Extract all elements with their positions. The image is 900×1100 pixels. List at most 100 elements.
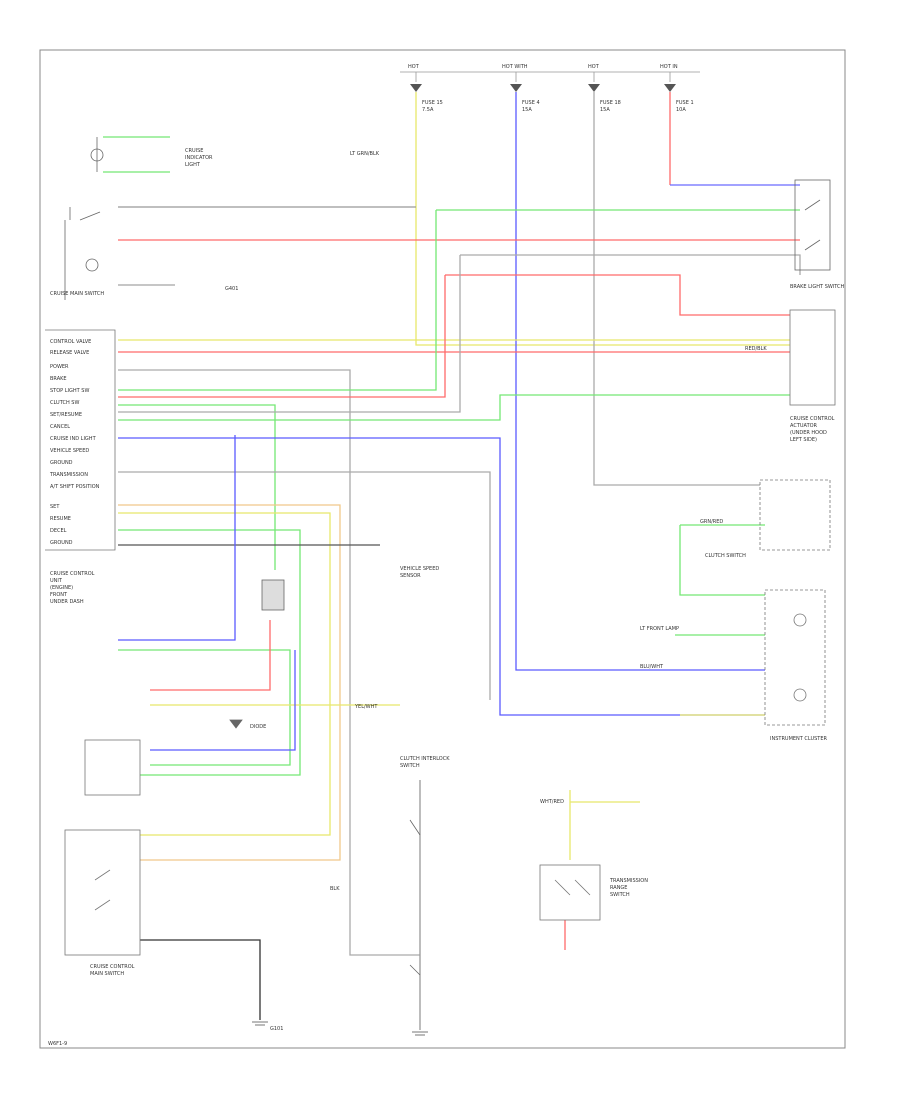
wire-label-redblk: RED/BLK [745, 346, 767, 352]
control-unit-label-1: CRUISE CONTROL [50, 571, 95, 577]
indicator-light [90, 136, 170, 173]
multi-switch-label-1: CRUISE CONTROL [90, 964, 135, 970]
trans-label-1: TRANSMISSION [609, 878, 648, 884]
fuse-18-name: FUSE 18 [600, 100, 621, 106]
ground-g401: G401 [225, 286, 238, 292]
diode-label: DIODE [250, 724, 266, 730]
fuse-18: HOT FUSE 18 15A [588, 64, 621, 113]
fuse-15: HOT FUSE 15 7.5A [408, 64, 443, 113]
pin-transmission: TRANSMISSION [49, 472, 88, 478]
fuse-15-amp: 7.5A [422, 107, 434, 113]
wire-blue-lower [118, 435, 236, 641]
multi-switch-box [64, 739, 141, 956]
wire-label-blk: BLK [330, 886, 340, 892]
brake-switch-label: BRAKE LIGHT SWITCH [790, 284, 845, 290]
wires [118, 92, 801, 1030]
clutch-interlock [759, 479, 831, 551]
wire-grey-fuse18 [593, 92, 760, 486]
wire-yellow-pin15 [118, 512, 331, 836]
wire-yellow-main [415, 92, 790, 346]
pin-ground-2: GROUND [50, 540, 73, 546]
wire-red-pin6 [118, 275, 446, 398]
pin-clutch: CLUTCH SW [50, 400, 79, 406]
pin-at-shift: A/T SHIFT POSITION [50, 484, 100, 490]
clutch-switch-label: CLUTCH SWITCH [705, 553, 746, 559]
wire-label-bluwht: BLU/WHT [640, 664, 664, 670]
indicator-label-2: INDICATOR [185, 155, 213, 161]
wire-blue-pin10 [118, 437, 765, 716]
wire-green-lower [118, 649, 291, 766]
wire-red-lower [150, 620, 271, 691]
fuse-14-amp: 10A [676, 107, 686, 113]
fuse-4: HOT WITH FUSE 4 15A [502, 64, 540, 113]
vehicle-speed-sensor [261, 579, 285, 611]
wire-blue-lower2 [150, 650, 296, 751]
control-unit-label-4: FRONT [50, 592, 68, 598]
instrument-cluster-box [764, 589, 826, 726]
main-switch [64, 207, 175, 300]
brake-light-switch [794, 179, 831, 271]
wire-label-ltgrn: LT GRN/BLK [350, 151, 380, 157]
control-unit-label-3: (ENGINE) [50, 585, 73, 591]
main-switch-label: CRUISE MAIN SWITCH [50, 291, 104, 297]
wire-grey-pin12 [118, 471, 491, 700]
wire-grey-pin8 [118, 255, 461, 413]
indicator-label-1: CRUISE [185, 148, 203, 154]
pin-cancel: CANCEL [50, 424, 70, 430]
wire-label-yelwht: YEL/WHT [354, 704, 378, 710]
actuator-label-4: LEFT SIDE) [790, 437, 817, 443]
vss-label-2: SENSOR [400, 573, 421, 579]
trans-label-2: RANGE [610, 885, 627, 891]
fuse-14: HOT IN FUSE 1 10A [660, 64, 694, 113]
fuse-14-label: HOT IN [660, 64, 678, 70]
wire-green-pin7 [118, 404, 276, 570]
interlock-label-2: SWITCH [400, 763, 420, 769]
pin-decel: DECEL [50, 528, 67, 534]
wire-red-switch [445, 274, 790, 316]
fuse-4-name: FUSE 4 [522, 100, 540, 106]
wire-orange-pin14 [118, 504, 341, 861]
fuse-18-label: HOT [588, 64, 600, 70]
wire-green-pin16 [118, 529, 301, 776]
wire-green-pin5 [118, 210, 437, 391]
multi-switch-label-2: MAIN SWITCH [90, 971, 124, 977]
ground-symbols [252, 1021, 428, 1036]
brake-switch-lower [409, 819, 421, 976]
interlock-label-1: CLUTCH INTERLOCK [400, 756, 450, 762]
pin-ground-1: GROUND [50, 460, 73, 466]
fuse-14-name: FUSE 1 [676, 100, 694, 106]
control-unit-box [45, 329, 116, 551]
pin-stop-light: STOP LIGHT SW [50, 388, 89, 394]
actuator-label-3: (UNDER HOOD [790, 430, 827, 436]
footer-code: W6F1-9 [48, 1041, 67, 1047]
actuator-label-1: CRUISE CONTROL [790, 416, 835, 422]
ground-g101: G101 [270, 1026, 283, 1032]
wire-label-grnred: GRN/RED [700, 519, 723, 525]
pin-cruise-ind: CRUISE IND LIGHT [50, 436, 97, 442]
control-unit-pin-labels: CONTROL VALVE RELEASE VALVE POWER BRAKE … [49, 339, 100, 546]
diagram-frame [39, 49, 846, 1049]
pin-brake: BRAKE [50, 376, 67, 382]
wire-black-lower [140, 939, 261, 1020]
wire-grey-right [460, 254, 801, 275]
trans-label-3: SWITCH [610, 892, 630, 898]
actuator-box [789, 309, 836, 406]
fuse-4-label: HOT WITH [502, 64, 528, 70]
fuse-15-name: FUSE 15 [422, 100, 443, 106]
fuse-4-amp: 15A [522, 107, 532, 113]
pin-set-resume: SET/RESUME [50, 412, 82, 418]
wire-blue-main [515, 92, 765, 671]
wire-label-whtred: WHT/RED [540, 799, 564, 805]
vss-label-1: VEHICLE SPEED [400, 566, 439, 572]
power-supplies [400, 71, 700, 82]
pin-resume: RESUME [50, 516, 71, 522]
fuse-15-label: HOT [408, 64, 420, 70]
indicator-label-3: LIGHT [185, 162, 201, 168]
pin-set: SET [50, 504, 60, 510]
transmission-range-switch [539, 864, 601, 921]
wire-green-right-drop [679, 525, 765, 596]
pin-vehicle-speed: VEHICLE SPEED [50, 448, 89, 454]
control-unit-label-2: UNIT [50, 578, 63, 584]
pin-release-valve: RELEASE VALVE [50, 350, 89, 356]
